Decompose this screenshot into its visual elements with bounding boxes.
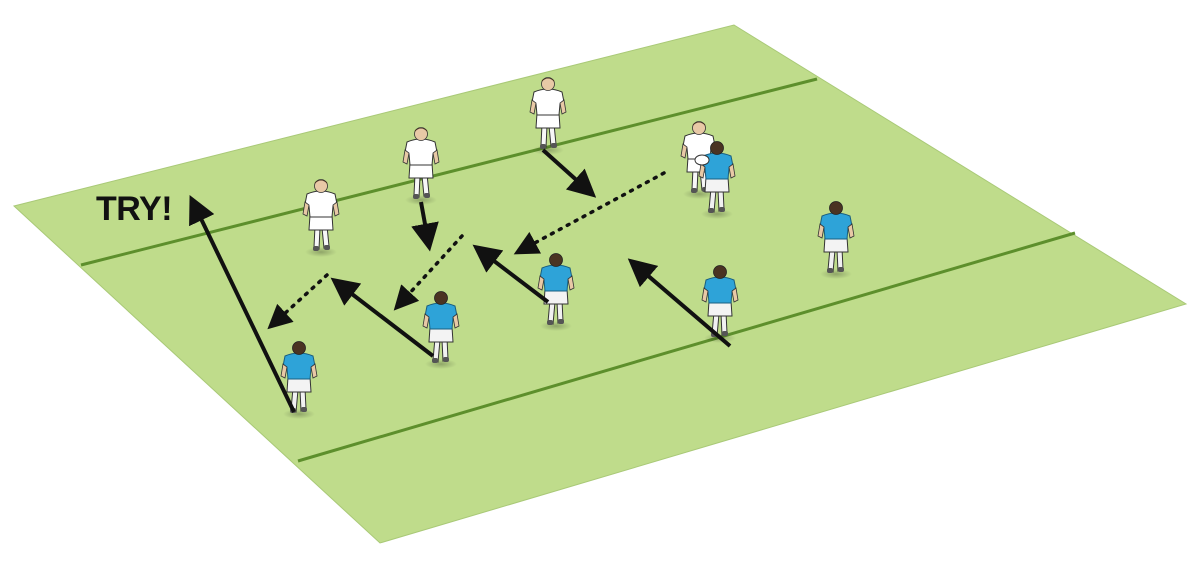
pitch-line-near bbox=[297, 231, 1076, 463]
pitch-line-far bbox=[80, 77, 818, 267]
run-arrow bbox=[541, 148, 597, 198]
pass-dotted-arrow bbox=[513, 171, 666, 255]
ball-icon bbox=[694, 154, 710, 166]
run-arrow bbox=[411, 201, 439, 252]
run-arrow bbox=[627, 258, 732, 348]
try-callout: TRY! bbox=[96, 190, 173, 228]
run-arrow bbox=[330, 277, 435, 358]
run-arrow bbox=[472, 244, 550, 304]
run-arrow-to-try bbox=[189, 194, 296, 413]
pitch-surface bbox=[12, 24, 1188, 544]
pass-dotted-arrow bbox=[267, 273, 329, 330]
pass-dotted-arrow bbox=[393, 234, 464, 311]
